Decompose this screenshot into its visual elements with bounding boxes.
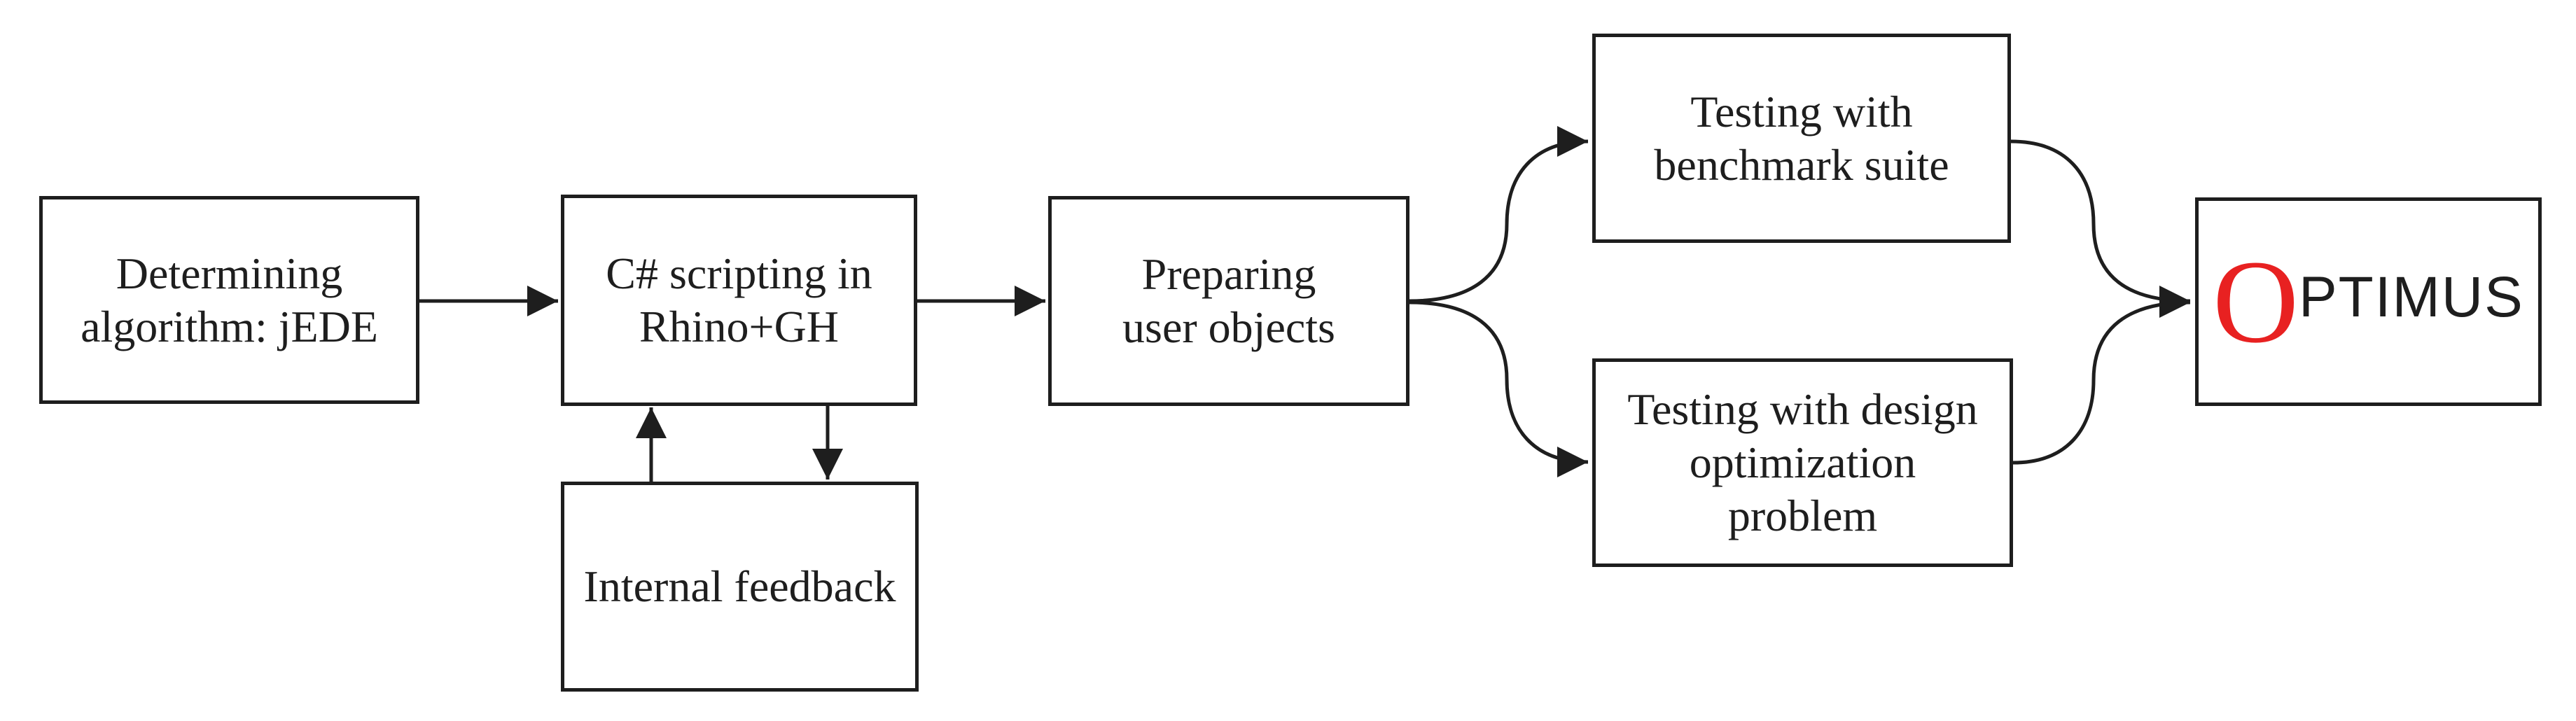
curve-preparing-to-designopt bbox=[1409, 300, 1589, 477]
curve-preparing-to-benchmark bbox=[1409, 126, 1589, 303]
box-testing-benchmark-suite: Testing with benchmark suite bbox=[1592, 34, 2011, 243]
box-determining-algorithm: Determining algorithm: jEDE bbox=[39, 196, 419, 404]
box-determining-line2: algorithm: jEDE bbox=[81, 301, 378, 351]
optimus-logo-initial: O bbox=[2213, 236, 2299, 368]
optimus-logo-rest: PTIMUS bbox=[2298, 265, 2524, 329]
curve-benchmark-to-optimus bbox=[2010, 139, 2191, 316]
box-designopt-line3: problem bbox=[1727, 491, 1878, 540]
box-testing-design-optimization: Testing with design optimization problem bbox=[1592, 358, 2013, 567]
box-benchmark-line2: benchmark suite bbox=[1654, 139, 1949, 190]
box-determining-line1: Determining bbox=[116, 248, 343, 298]
box-internal-feedback: Internal feedback bbox=[561, 482, 919, 692]
box-scripting-line2: Rhino+GH bbox=[639, 302, 839, 351]
box-scripting-line1: C# scripting in bbox=[606, 248, 872, 298]
box-preparing-line2: user objects bbox=[1122, 302, 1335, 352]
box-preparing-line1: Preparing bbox=[1141, 249, 1316, 299]
curve-designopt-to-optimus bbox=[2012, 287, 2191, 465]
box-designopt-line1: Testing with design bbox=[1627, 384, 1978, 434]
box-preparing-user-objects: Preparing user objects bbox=[1048, 196, 1409, 406]
box-internal-line1: Internal feedback bbox=[583, 561, 896, 611]
box-benchmark-line1: Testing with bbox=[1690, 86, 1913, 136]
box-csharp-scripting: C# scripting in Rhino+GH bbox=[561, 195, 917, 406]
box-designopt-line2: optimization bbox=[1689, 438, 1916, 487]
